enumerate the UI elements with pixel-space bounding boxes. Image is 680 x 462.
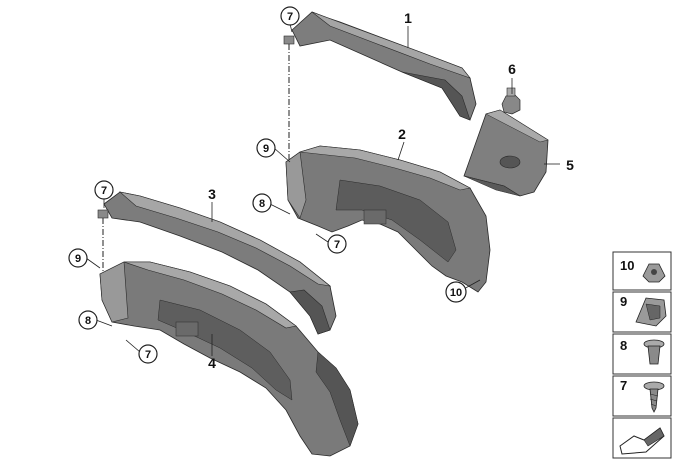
part-6-clip	[501, 87, 521, 115]
direction-arrow-icon	[619, 427, 665, 455]
svg-text:10: 10	[450, 287, 462, 299]
callout-7-left-top: 7	[94, 180, 114, 200]
callout-7-mid-right: 7	[327, 234, 347, 254]
part-5-bracket	[463, 109, 549, 197]
svg-text:8: 8	[620, 338, 627, 353]
part-label-2: 2	[398, 126, 406, 142]
callout-9-right: 9	[256, 138, 276, 158]
part-4-wheel-housing-left	[99, 261, 359, 457]
callout-7-left-bottom: 7	[138, 344, 158, 364]
nut-clip-icon	[642, 263, 666, 283]
legend-item-8: 8	[612, 333, 672, 375]
svg-text:9: 9	[263, 143, 269, 155]
callout-7-top: 7	[280, 6, 300, 26]
leader-lines	[85, 23, 560, 356]
svg-text:8: 8	[259, 198, 265, 210]
part-label-3: 3	[208, 186, 216, 202]
svg-text:9: 9	[620, 294, 627, 309]
svg-text:7: 7	[101, 185, 107, 197]
legend-symbol-arrow	[612, 417, 672, 459]
part-label-6: 6	[508, 61, 516, 77]
callout-8-left: 8	[78, 310, 98, 330]
part-label-1: 1	[404, 10, 412, 26]
screw-icon	[643, 381, 665, 413]
expanding-rivet-icon	[643, 339, 665, 365]
legend-item-10: 10	[612, 251, 672, 291]
main-part-labels: 1 2 3 4 5 6	[208, 10, 574, 371]
callout-8-right: 8	[252, 193, 272, 213]
part-2-wheel-housing-right	[285, 145, 491, 293]
svg-text:7: 7	[620, 378, 627, 393]
spring-nut-icon	[635, 297, 667, 327]
part-1-upper-rail	[283, 11, 477, 121]
part-label-4: 4	[208, 355, 216, 371]
legend-item-9: 9	[612, 291, 672, 333]
part-label-5: 5	[566, 157, 574, 173]
alignment-lines	[102, 44, 290, 272]
svg-text:8: 8	[85, 315, 91, 327]
callout-9-left: 9	[68, 248, 88, 268]
legend-item-7: 7	[612, 375, 672, 417]
svg-text:7: 7	[287, 11, 293, 23]
callout-10: 10	[445, 281, 467, 303]
svg-text:10: 10	[620, 258, 634, 273]
svg-text:9: 9	[75, 253, 81, 265]
svg-text:7: 7	[145, 349, 151, 361]
svg-text:7: 7	[334, 239, 340, 251]
fastener-legend: 10 9 8 7	[612, 251, 672, 459]
part-3-lower-rail	[97, 191, 337, 335]
